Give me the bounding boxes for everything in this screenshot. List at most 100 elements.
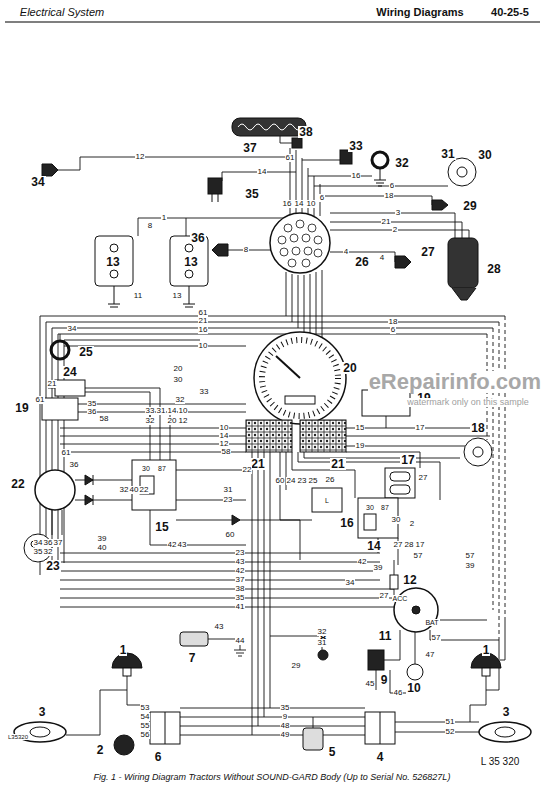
figure-caption: Fig. 1 - Wiring Diagram Tractors Without…	[93, 773, 452, 782]
wire-number: 2	[409, 520, 415, 528]
callout-number: 31	[440, 148, 455, 160]
wire-number: 39	[465, 562, 476, 570]
callout-number: 36	[190, 232, 205, 244]
wire-number: 16	[282, 200, 293, 208]
wire-number: 53	[140, 704, 151, 712]
wire-number: 61	[198, 309, 209, 317]
watermark: eRepairinfo.com	[368, 371, 542, 393]
wire-number: 33	[199, 388, 210, 396]
wire-number: 8	[243, 246, 249, 254]
wire-number: 10	[178, 407, 189, 415]
wire-number: 9	[282, 713, 288, 721]
callout-number: 37	[242, 142, 257, 154]
callout-number: 21	[330, 458, 345, 470]
wire-number: 6	[390, 326, 396, 334]
wire-number: 31	[156, 407, 167, 415]
callout-number: 1	[482, 644, 491, 656]
wire-number: 44	[235, 637, 246, 645]
callout-number: 12	[402, 574, 417, 586]
wire-number: 33	[145, 407, 156, 415]
wire-number: 15	[355, 424, 366, 432]
wire-number: 27	[379, 592, 390, 600]
wire-number: 10	[306, 200, 317, 208]
wire-number: 19	[355, 442, 366, 450]
wire-number: 17	[415, 424, 426, 432]
callout-number: 33	[348, 140, 363, 152]
wire-number: 39	[97, 535, 108, 543]
callout-number: 30	[477, 149, 492, 161]
wire-number: 46	[393, 689, 404, 697]
callout-number: 19	[14, 402, 29, 414]
wire-number: 57	[413, 552, 424, 560]
callout-number: 20	[342, 362, 357, 374]
wire-number: 51	[445, 718, 456, 726]
watermark: watermark only on this sample	[406, 398, 530, 407]
wire-number: 22	[242, 466, 253, 474]
callout-number: 9	[380, 674, 389, 686]
callout-number: 4	[376, 751, 385, 763]
wire-number: 29	[291, 662, 302, 670]
wire-number: 23	[235, 549, 246, 557]
wire-number: 55	[140, 722, 151, 730]
callout-number: 26	[354, 256, 369, 268]
callout-number: 14	[366, 540, 381, 552]
wire-number: 35	[87, 400, 98, 408]
wire-number: 57	[465, 552, 476, 560]
wire-number: 52	[445, 728, 456, 736]
wire-number: 21	[198, 317, 209, 325]
wire-number: 61	[61, 449, 72, 457]
wire-number: 40	[97, 544, 108, 552]
wire-number: 11	[133, 292, 143, 300]
wire-number: 42	[357, 558, 368, 566]
wire-number: 31	[223, 486, 234, 494]
callout-number: 16	[339, 517, 354, 529]
callout-number: 29	[462, 200, 477, 212]
wire-number: 31	[317, 639, 328, 647]
wire-number: 32	[43, 548, 54, 556]
wire-number: 4	[343, 248, 349, 256]
wire-number: 42	[235, 567, 246, 575]
wire-number: 27	[393, 541, 404, 549]
wire-number: 58	[221, 448, 232, 456]
terminal-label: BAT	[424, 619, 439, 626]
wire-number: 47	[425, 651, 436, 659]
wire-number: 58	[99, 415, 110, 423]
wire-number: 49	[280, 731, 291, 739]
wire-number: 48	[280, 722, 291, 730]
callout-number: 10	[406, 682, 421, 694]
wire-number: 23	[223, 496, 234, 504]
callout-number: 13	[105, 256, 120, 268]
wire-number: 2	[392, 226, 398, 234]
wire-number: 14	[219, 432, 230, 440]
callout-number: 35	[244, 188, 259, 200]
page-title: Wiring Diagrams	[375, 7, 464, 18]
wire-number: 20	[173, 365, 184, 373]
wire-number: 24	[286, 477, 297, 485]
terminal-label: 87	[380, 504, 390, 511]
wire-number: 26	[325, 476, 336, 484]
wire-number: 57	[431, 634, 442, 642]
wire-number: 20	[167, 417, 178, 425]
wire-number: 32	[145, 417, 156, 425]
wire-number: 54	[140, 713, 151, 721]
wire-number: 6	[319, 194, 325, 202]
callout-number: 2	[96, 744, 105, 756]
wire-number: 16	[198, 326, 209, 334]
callout-number: 22	[10, 478, 25, 490]
wire-number: 3	[395, 209, 401, 217]
wire-number: 61	[35, 396, 46, 404]
wire-number: 60	[225, 531, 236, 539]
wire-number: 14	[167, 407, 178, 415]
page-number: 40-25-5	[490, 7, 530, 18]
callout-number: 5	[328, 746, 337, 758]
wire-number: 22	[139, 486, 150, 494]
terminal-label: 87	[157, 465, 167, 472]
terminal-label: ACC	[392, 595, 409, 602]
wire-number: 39	[373, 564, 384, 572]
wire-number: 38	[235, 585, 246, 593]
callout-number: 1	[119, 644, 128, 656]
wire-number: 21	[381, 218, 392, 226]
wire-number: 43	[177, 541, 188, 549]
wire-number: 41	[235, 603, 246, 611]
callout-number: 21	[250, 458, 265, 470]
